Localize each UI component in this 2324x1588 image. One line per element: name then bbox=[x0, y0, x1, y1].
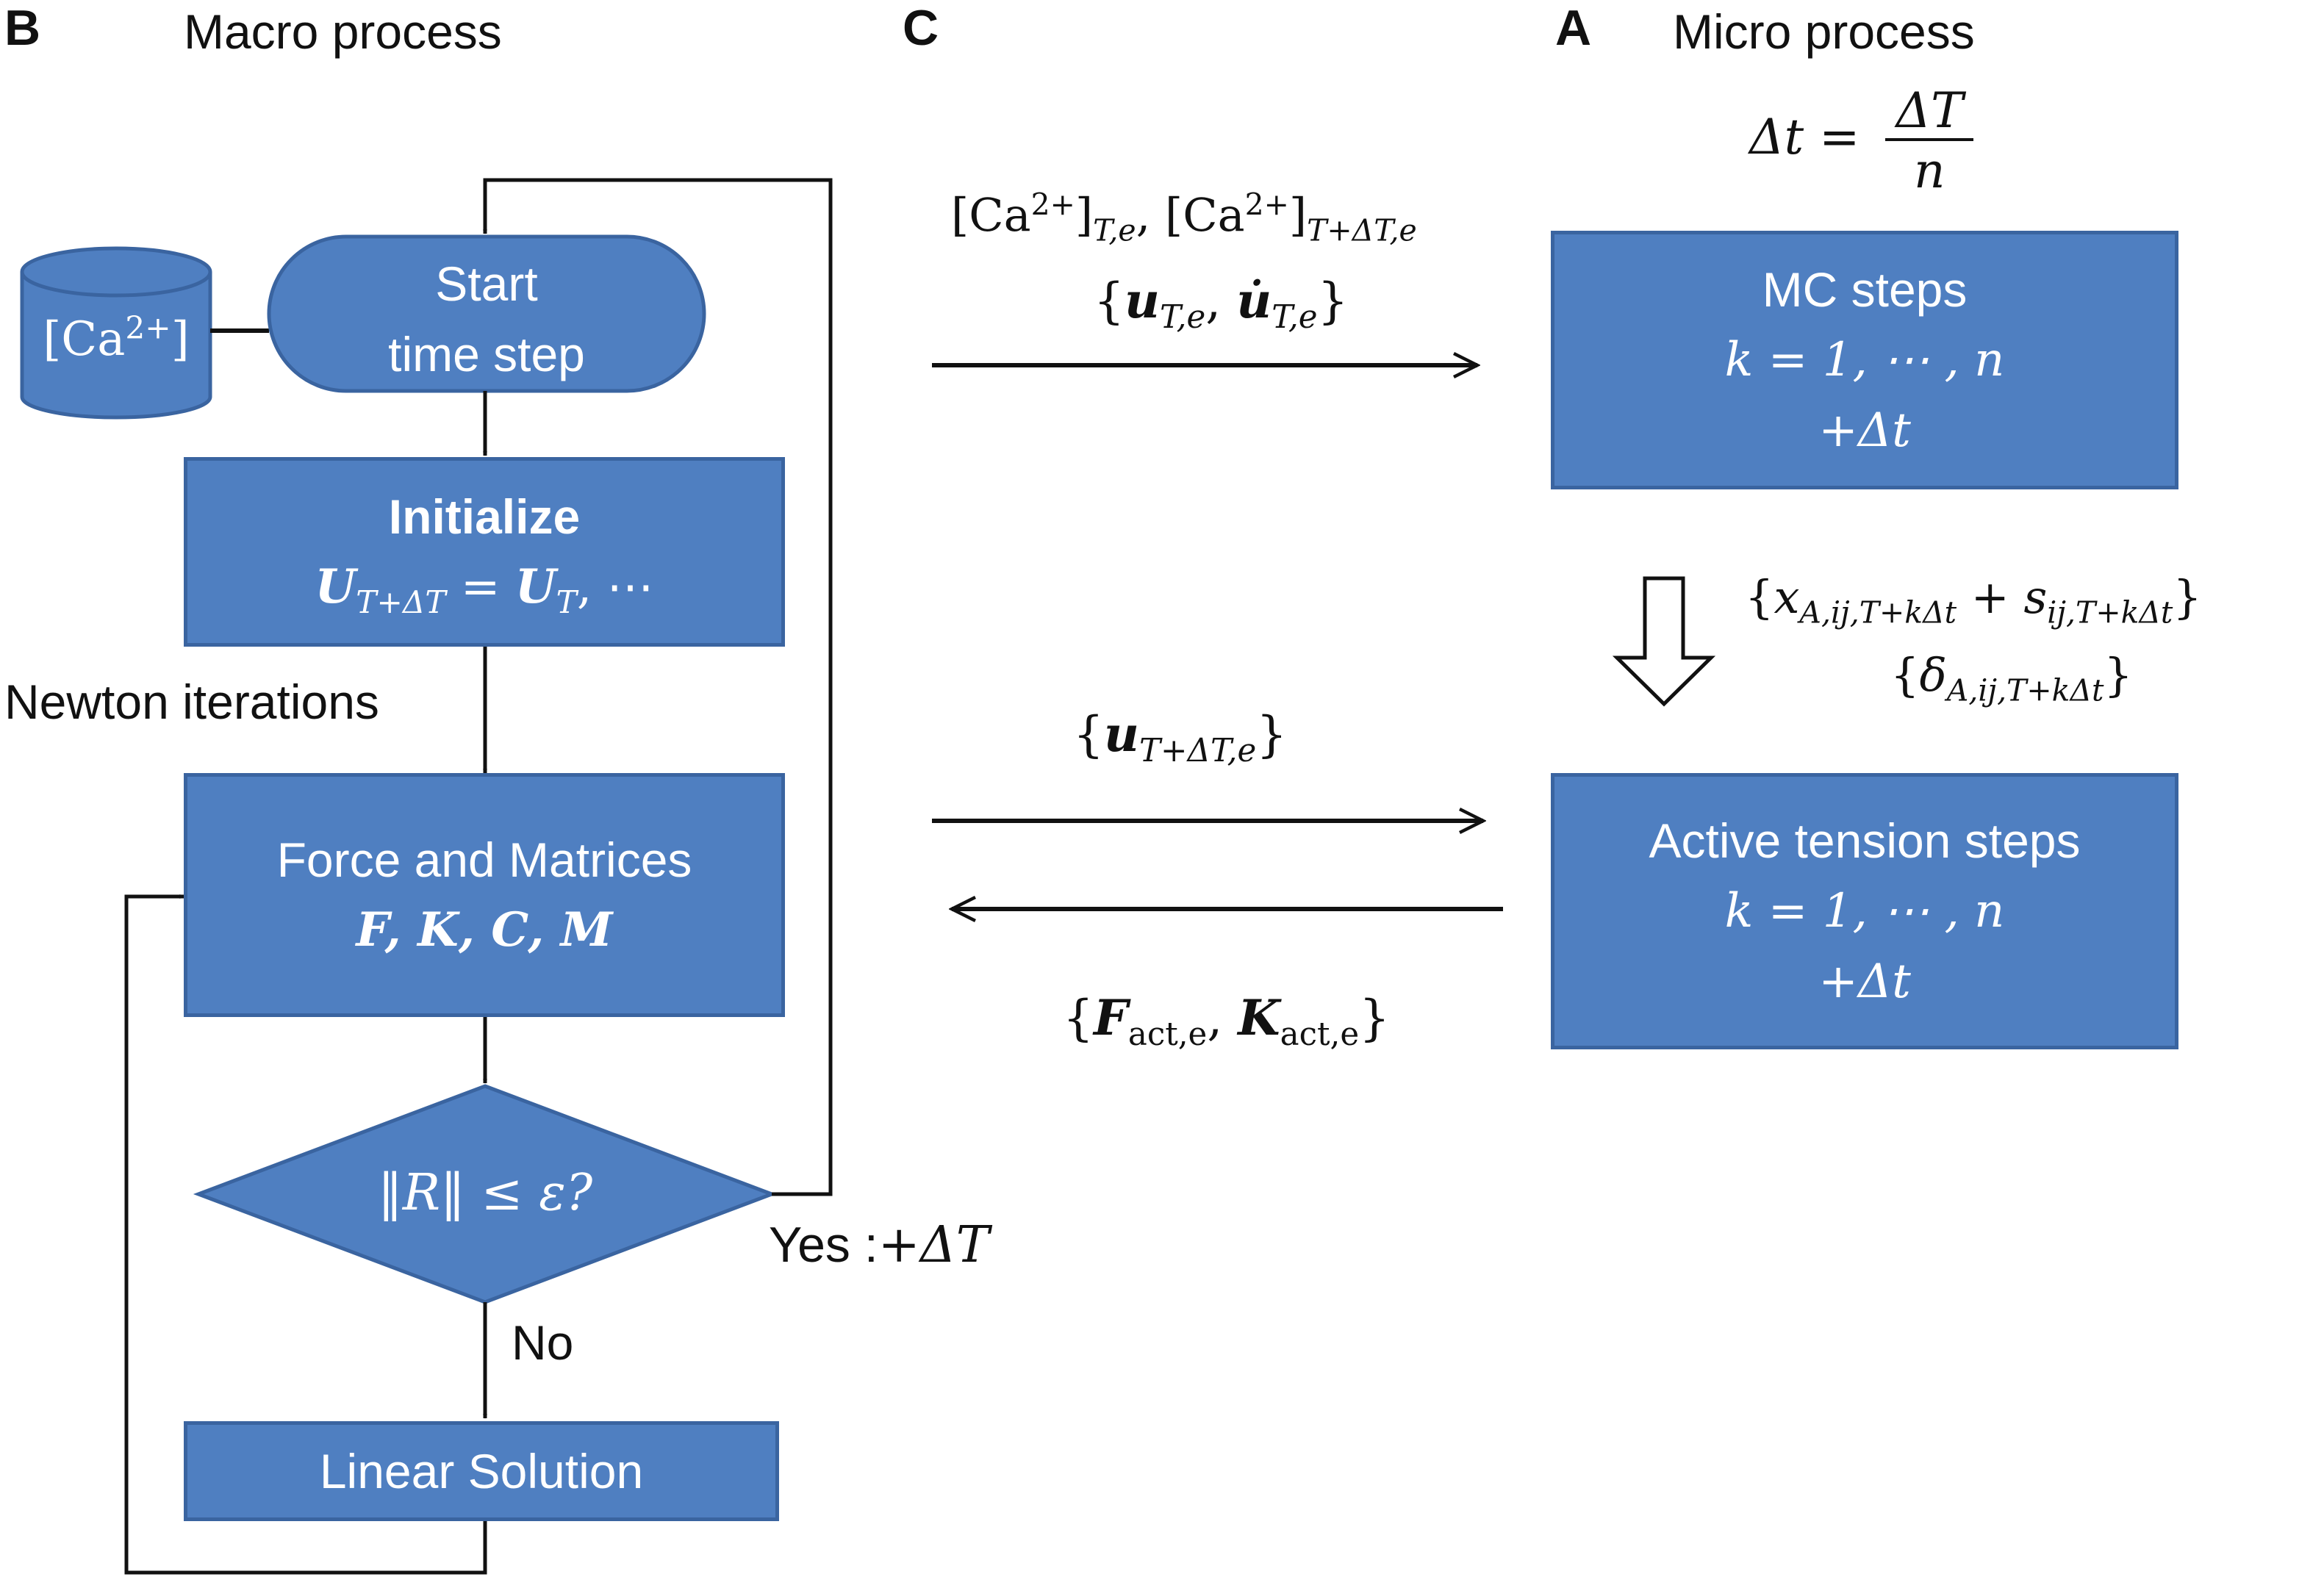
macro-heading: Macro process bbox=[184, 4, 502, 59]
force-title: Force and Matrices bbox=[276, 833, 692, 887]
newton-iterations-label: Newton iterations bbox=[4, 675, 379, 729]
newton-loop bbox=[124, 894, 487, 1575]
next-displacement-label: {uT+ΔT,e} bbox=[1073, 705, 1288, 770]
force-vars: F, K, C, M bbox=[356, 902, 613, 958]
decision-text: ‖R‖ ≤ ε? bbox=[377, 1164, 593, 1222]
linear-solution-box: Linear Solution bbox=[184, 1421, 779, 1521]
displacement-interface-label: {uT,e, u̇T,e} bbox=[1094, 272, 1349, 337]
database-cylinder bbox=[20, 246, 212, 420]
force-matrices-box: Force and Matrices F, K, C, M bbox=[184, 773, 785, 1017]
initialize-equation: UT+ΔT = UT, ⋯ bbox=[315, 559, 654, 620]
initialize-title: Initialize bbox=[388, 489, 581, 544]
yes-label: Yes :+ΔT bbox=[769, 1216, 990, 1274]
micro-heading: Micro process bbox=[1673, 4, 1975, 59]
active-increment: +Δt bbox=[1818, 955, 1911, 1009]
mc-steps-box: MC steps k = 1, ⋯ , n +Δt bbox=[1551, 231, 2178, 489]
active-force-label: {Fact,e, Kact,e} bbox=[1063, 989, 1391, 1054]
delta-variables-label: {δA,ij,T+kΔt} bbox=[1890, 648, 2133, 708]
mc-title: MC steps bbox=[1762, 262, 1968, 317]
panel-letter-c: C bbox=[903, 0, 939, 56]
calcium-interface-label: [Ca2+]T,e, [Ca2+]T+ΔT,e bbox=[951, 187, 1417, 248]
mc-increment: +Δt bbox=[1818, 403, 1911, 458]
active-equation: k = 1, ⋯ , n bbox=[1724, 884, 2005, 938]
linear-title: Linear Solution bbox=[319, 1444, 644, 1498]
yes-loop bbox=[483, 178, 833, 1196]
no-label: No bbox=[512, 1315, 574, 1370]
active-title: Active tension steps bbox=[1649, 813, 2081, 868]
start-label: Start time step bbox=[388, 256, 585, 381]
mc-equation: k = 1, ⋯ , n bbox=[1724, 333, 2005, 387]
state-variables-label: {xA,ij,T+kΔt + sij,T+kΔt} bbox=[1745, 570, 2202, 630]
panel-letter-b: B bbox=[4, 0, 41, 56]
panel-letter-a: A bbox=[1555, 0, 1592, 56]
database-label: [Ca2+] bbox=[43, 309, 190, 367]
initialize-box: Initialize UT+ΔT = UT, ⋯ bbox=[184, 457, 785, 647]
active-tension-box: Active tension steps k = 1, ⋯ , n +Δt bbox=[1551, 773, 2178, 1049]
hollow-down-arrow bbox=[1612, 576, 1716, 707]
